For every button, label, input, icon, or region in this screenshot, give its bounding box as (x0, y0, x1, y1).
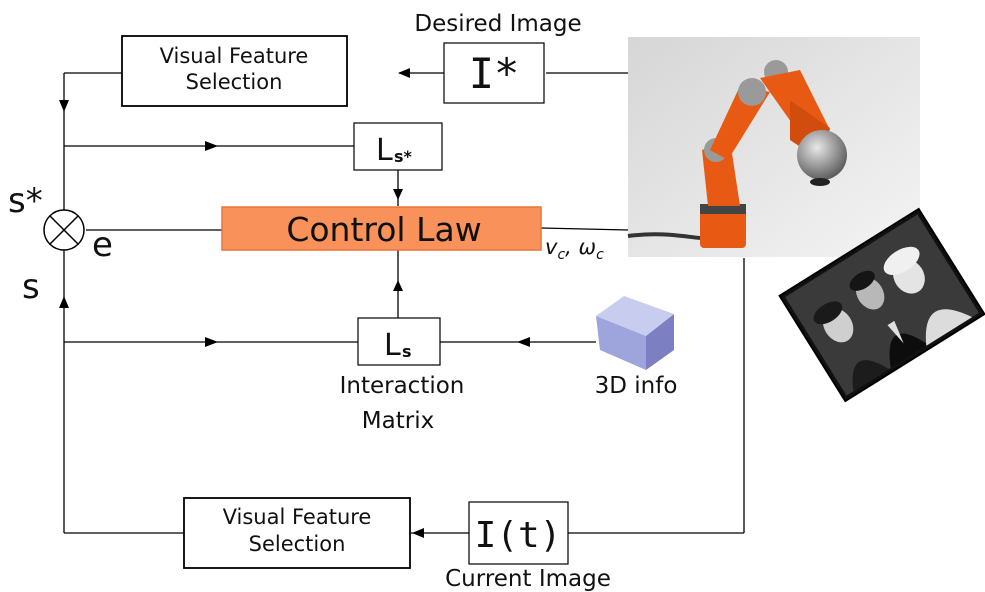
i-star-text: I* (469, 49, 520, 98)
vfs-bottom-box: Visual Feature Selection (183, 497, 411, 569)
summing-junction (43, 209, 85, 251)
desired-image-label: Desired Image (414, 11, 581, 37)
line-control-to-robot (540, 227, 629, 231)
current-image-label: Current Image (445, 566, 611, 592)
interaction-line2: Matrix (362, 408, 434, 434)
robot-arm-photo (627, 37, 920, 257)
arrowhead-into-sum-bottom (59, 296, 69, 308)
ls-sub: s (402, 342, 412, 361)
vfs-top-box: Visual Feature Selection (121, 35, 348, 107)
arrowhead-istar-vfs (398, 68, 410, 78)
s-label: s (22, 267, 40, 307)
ls-star-sub: s* (394, 147, 413, 166)
vintage-photo (778, 207, 985, 403)
arrowhead-ls-control (393, 280, 403, 291)
e-label: e (92, 225, 113, 265)
vfs-top-line2: Selection (186, 70, 283, 94)
arrowhead-into-sum-top (59, 100, 69, 112)
cube-3d-icon (596, 296, 674, 370)
vfs-bottom-line1: Visual Feature (223, 505, 372, 529)
i-star-box: I* (443, 42, 545, 104)
ls-star-main: L (376, 133, 393, 168)
vfs-top-line1: Visual Feature (160, 44, 309, 68)
arrowhead-3d-ls (517, 337, 530, 347)
ls-star-box: L s* (353, 122, 443, 171)
arrowhead-ls-star-control (393, 189, 403, 200)
info-3d-label: 3D info (595, 373, 678, 399)
ls-box: L s (357, 317, 441, 366)
ls-main: L (384, 328, 401, 363)
interaction-line1: Interaction (340, 373, 465, 399)
vfs-bottom-line2: Selection (249, 532, 346, 556)
arrowhead-it-vfs (412, 528, 424, 538)
control-law-text: Control Law (286, 210, 481, 249)
s-star-label: s* (8, 181, 43, 221)
arrowhead-to-ls-left (205, 337, 218, 347)
i-t-text: I(t) (475, 515, 562, 556)
control-law-box: Control Law (221, 206, 542, 251)
i-t-box: I(t) (468, 501, 569, 565)
velocity-label: vc, ωc (545, 235, 604, 263)
arrowhead-to-ls-star (205, 141, 218, 151)
